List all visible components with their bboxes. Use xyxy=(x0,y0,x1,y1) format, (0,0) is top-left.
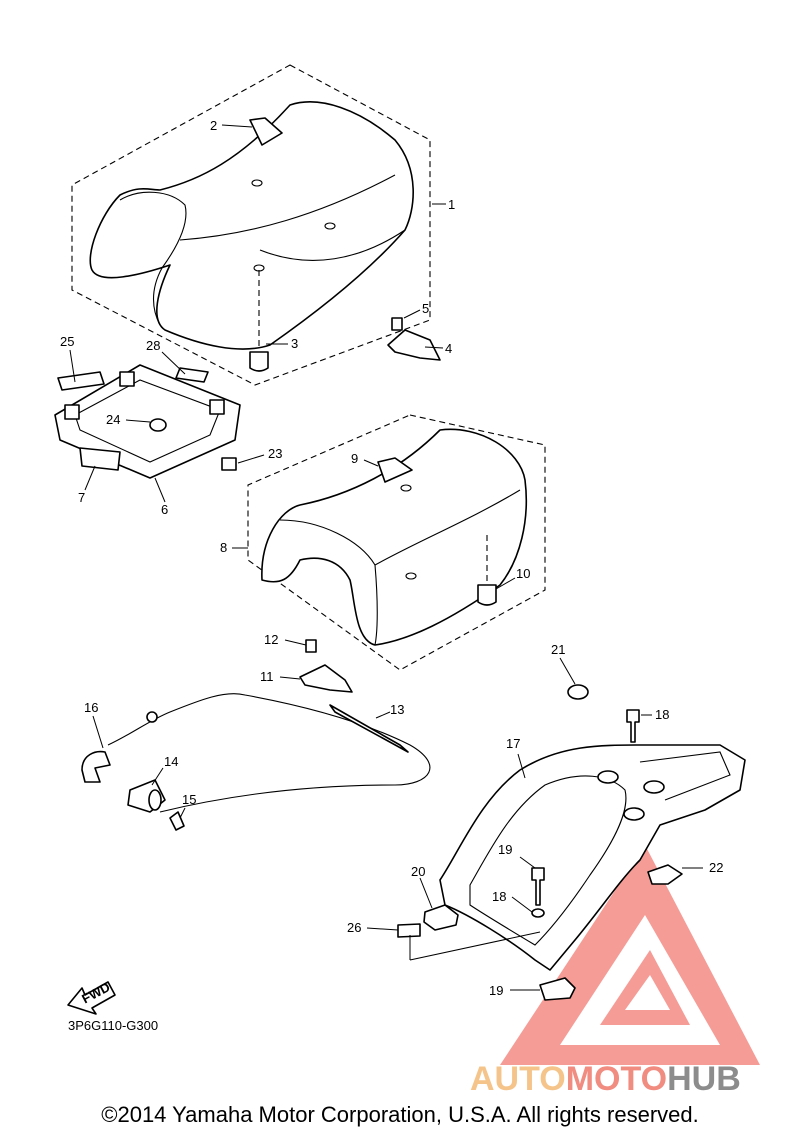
copyright-notice: ©2014 Yamaha Motor Corporation, U.S.A. A… xyxy=(101,1102,699,1127)
callout-19-upper: 18 xyxy=(655,707,669,722)
leader-lines xyxy=(69,124,703,991)
rear-seat-label-tag xyxy=(377,457,413,483)
callout-23: 22 xyxy=(709,860,723,875)
rear-seat-damper xyxy=(477,535,497,606)
main-seat xyxy=(89,101,414,350)
automotohub-logo xyxy=(500,845,760,1065)
seat-lock-assembly xyxy=(127,779,185,831)
diagram-code: 3P6G110-G300 xyxy=(68,1018,159,1033)
callout-18: 18 xyxy=(492,889,506,904)
carrier-bolt-upper xyxy=(626,709,640,743)
seat-tape-right xyxy=(175,367,209,383)
callout-1: 1 xyxy=(448,197,455,212)
callout-11: 11 xyxy=(260,669,274,684)
carrier-bolt-lower xyxy=(531,867,545,906)
callout-14: 14 xyxy=(164,754,178,769)
callout-12: 12 xyxy=(264,632,278,647)
rear-seat-group-outline xyxy=(247,414,546,671)
carrier-collar xyxy=(531,908,545,918)
callout-2: 2 xyxy=(210,118,217,133)
callout-20: 19 xyxy=(489,983,503,998)
callout-24: 23 xyxy=(268,446,282,461)
watermark-text: AUTOMOTOHUB xyxy=(470,1060,741,1098)
seat-label-tag xyxy=(249,117,283,146)
rear-seat xyxy=(261,428,528,646)
seat-lock-bracket xyxy=(387,317,441,361)
callout-labels: 2 1 3 5 4 25 28 24 23 7 6 9 8 10 12 11 1… xyxy=(60,118,723,998)
forward-arrow-icon: FWD xyxy=(67,979,116,1015)
callout-22: 21 xyxy=(551,642,565,657)
rear-carrier xyxy=(439,744,746,971)
callout-17: 17 xyxy=(506,736,520,751)
callout-25: 24 xyxy=(106,412,120,427)
callout-15: 15 xyxy=(182,792,196,807)
callout-4: 4 xyxy=(445,341,452,356)
grommet xyxy=(221,457,237,471)
callout-7: 7 xyxy=(78,490,85,505)
callout-8: 8 xyxy=(220,540,227,555)
watermark-auto: AUTO xyxy=(470,1060,566,1098)
callout-27: 26 xyxy=(347,920,361,935)
seat-damper xyxy=(249,270,269,372)
callout-9: 9 xyxy=(351,451,358,466)
callout-3: 3 xyxy=(291,336,298,351)
carrier-pad-lower xyxy=(539,977,576,1001)
carrier-tape xyxy=(397,923,421,938)
rear-seat-lock-bracket xyxy=(299,639,353,693)
watermark-hub: HUB xyxy=(667,1060,741,1098)
carrier-washer xyxy=(647,864,683,885)
callout-16: 16 xyxy=(84,700,98,715)
callout-5: 5 xyxy=(422,301,429,316)
carrier-grommet xyxy=(567,684,589,700)
callout-6: 6 xyxy=(161,502,168,517)
carrier-pad-upper xyxy=(423,904,459,931)
seat-tape-left xyxy=(57,371,105,391)
callout-10: 10 xyxy=(516,566,530,581)
callout-19-lower: 19 xyxy=(498,842,512,857)
seat-assembly-group-outline xyxy=(71,64,431,386)
seat-lock-cable xyxy=(81,693,431,813)
callout-13: 13 xyxy=(390,702,404,717)
callout-26: 25 xyxy=(60,334,74,349)
watermark-moto: MOTO xyxy=(566,1060,667,1098)
callout-28: 28 xyxy=(146,338,160,353)
callout-21: 20 xyxy=(411,864,425,879)
